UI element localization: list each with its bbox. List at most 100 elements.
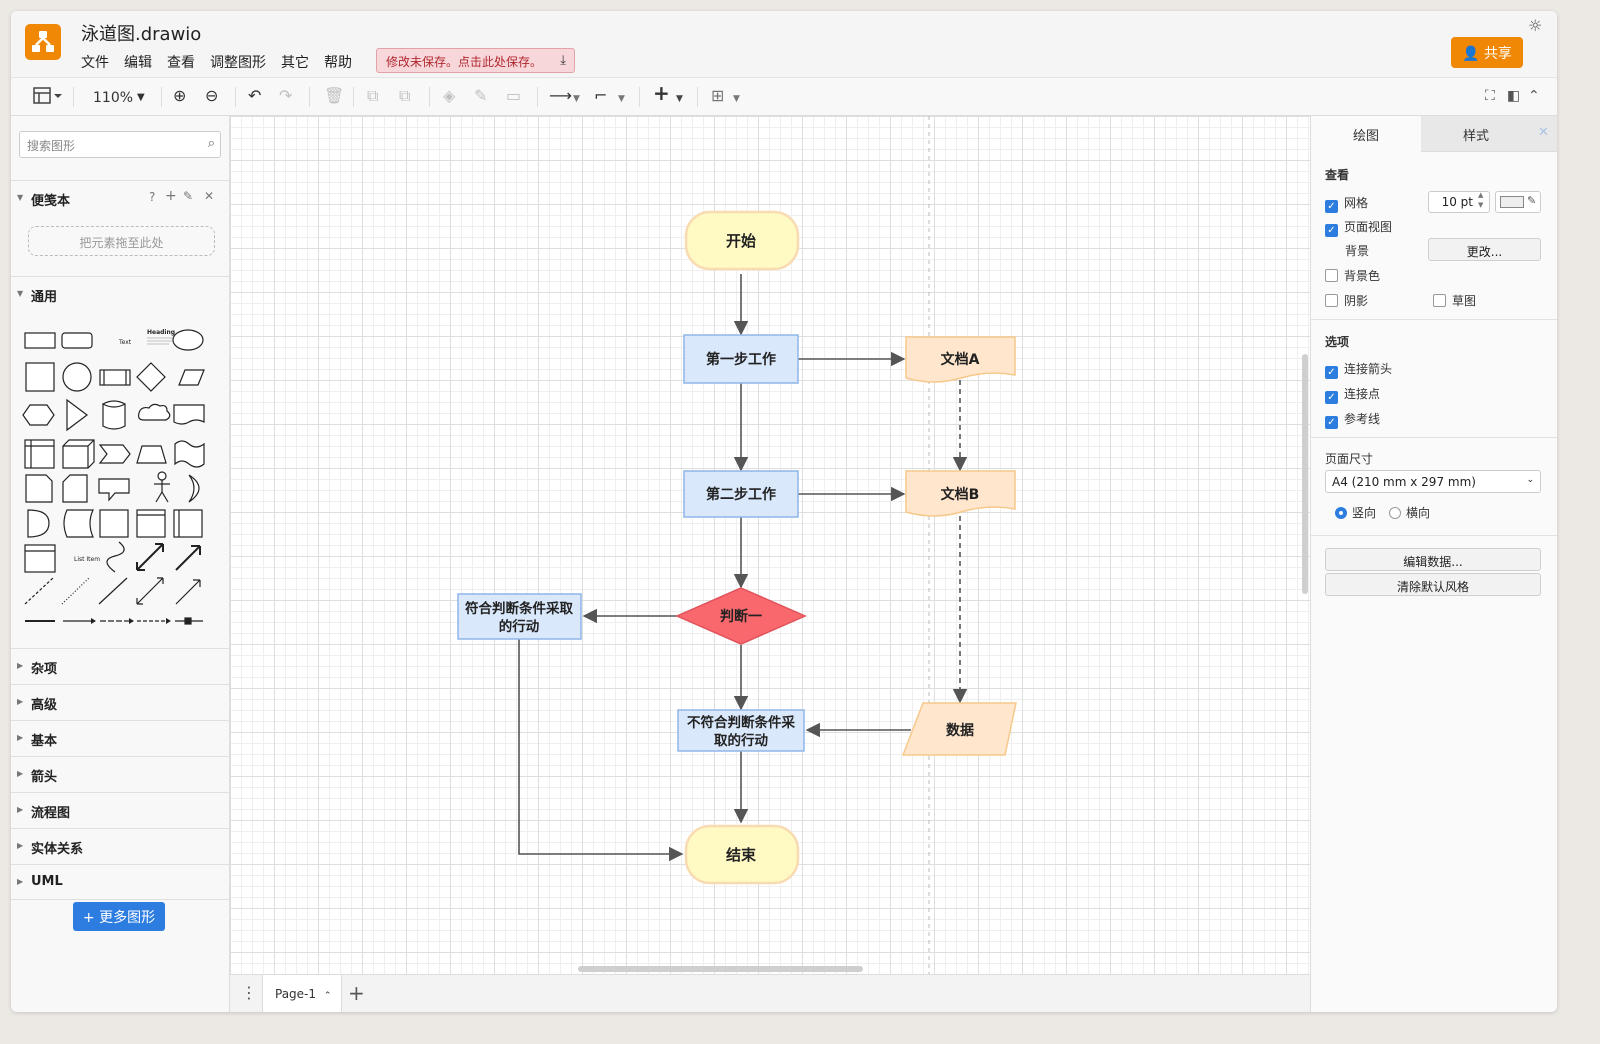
grid-color-button[interactable]: ✎ [1495, 191, 1541, 213]
chevron-right-icon: ▶ [17, 769, 24, 778]
menu-help[interactable]: 帮助 [324, 55, 352, 71]
add-page-icon[interactable]: + [348, 981, 365, 1005]
page-tab-page-1[interactable]: Page-1 ⌃ [262, 975, 342, 1012]
fullscreen-icon[interactable]: ⛶ [1485, 88, 1495, 104]
shape-card [62, 474, 88, 503]
section-basic[interactable]: ▶ 基本 [11, 720, 229, 756]
shape-connector-relation [175, 617, 203, 625]
shape-list [24, 544, 56, 573]
tab-style[interactable]: 样式 [1421, 116, 1531, 152]
document-title[interactable]: 泳道图.drawio [81, 24, 202, 45]
line-color-icon[interactable]: ✎ [474, 86, 488, 105]
background-color-checkbox[interactable]: 背景色 [1325, 267, 1380, 284]
menu-view[interactable]: 查看 [167, 55, 195, 71]
fill-color-icon[interactable]: ◈ [443, 86, 456, 105]
page-view-checkbox[interactable]: ✓页面视图 [1325, 218, 1392, 237]
unsaved-changes-button[interactable]: 修改未保存。点击此处保存。 ⤓ [376, 48, 575, 73]
undo-icon[interactable]: ↶ [248, 86, 262, 105]
search-icon[interactable]: ⌕ [207, 136, 215, 151]
shape-cloud [137, 403, 171, 421]
share-button[interactable]: 👤 共享 [1451, 37, 1523, 68]
section-uml[interactable]: ▶ UML [11, 864, 229, 900]
node-no-action-label-1: 不符合判断条件采 [687, 714, 795, 731]
connection-style-chevron-icon[interactable]: ▼ [573, 94, 580, 104]
section-misc[interactable]: ▶ 杂项 [11, 648, 229, 684]
shape-cube [62, 439, 95, 469]
node-docB [905, 470, 1016, 517]
zoom-in-icon[interactable]: ⊕ [173, 86, 187, 105]
collapse-header-icon[interactable]: ⌃ [1528, 88, 1540, 104]
shape-palette[interactable]: Text Heading List Item [19, 320, 224, 630]
delete-icon[interactable]: 🗑 [324, 86, 345, 105]
tab-diagram[interactable]: 绘图 [1311, 116, 1421, 152]
insert-chevron-icon[interactable]: ▼ [676, 94, 683, 104]
menu-arrange[interactable]: 调整图形 [210, 55, 266, 71]
grid-checkbox[interactable]: ✓网格 [1325, 194, 1368, 213]
insert-plus-icon[interactable]: + [653, 81, 670, 105]
edit-data-button[interactable]: 编辑数据... [1325, 548, 1541, 571]
waypoints-chevron-icon[interactable]: ▼ [618, 94, 625, 104]
change-background-button[interactable]: 更改... [1428, 238, 1541, 261]
shape-dotted-line [61, 577, 90, 605]
grid-size-input[interactable]: 10 pt [1428, 191, 1490, 213]
node-start-label: 开始 [726, 232, 756, 250]
shapes-sidebar: 搜索图形 ⌕ ▼ 便笺本 ? + ✎ ✕ 把元素拖至此处 ▼ 通用 [11, 116, 230, 1012]
scratchpad-help-icon[interactable]: ? [149, 190, 156, 204]
menu-file[interactable]: 文件 [81, 55, 109, 71]
shadow-checkbox[interactable]: 阴影 [1325, 292, 1368, 309]
shape-delay [27, 509, 50, 538]
close-panel-icon[interactable]: ✕ [1538, 125, 1549, 140]
to-front-icon[interactable]: ⧉ [367, 86, 379, 105]
menu-edit[interactable]: 编辑 [124, 55, 152, 71]
guides-checkbox[interactable]: ✓参考线 [1325, 410, 1380, 429]
landscape-radio[interactable]: 横向 [1389, 504, 1430, 521]
zoom-dropdown-chevron-icon[interactable]: ▼ [137, 92, 145, 103]
table-chevron-icon[interactable]: ▼ [733, 94, 740, 104]
menu-extras[interactable]: 其它 [281, 55, 309, 71]
grid-size-stepper-icon[interactable]: ▲▼ [1478, 191, 1484, 209]
pages-menu-icon[interactable]: ⋮ [241, 983, 257, 1002]
zoom-out-icon[interactable]: ⊖ [205, 86, 219, 105]
section-flowchart[interactable]: ▶ 流程图 [11, 792, 229, 828]
section-label: 高级 [31, 698, 58, 713]
scratchpad-drop-zone[interactable]: 把元素拖至此处 [28, 226, 215, 256]
theme-sun-icon[interactable]: ☼ [1528, 16, 1543, 35]
section-advanced[interactable]: ▶ 高级 [11, 684, 229, 720]
section-arrows[interactable]: ▶ 箭头 [11, 756, 229, 792]
node-no-action-label-2: 取的行动 [714, 732, 768, 749]
to-back-icon[interactable]: ⧉ [399, 86, 411, 105]
zoom-level[interactable]: 110% [93, 90, 134, 106]
panel-layout-icon[interactable] [33, 86, 63, 111]
horizontal-scrollbar[interactable] [578, 966, 863, 972]
table-icon[interactable]: ⊞ [711, 86, 725, 105]
background-label: 背景 [1345, 244, 1370, 258]
waypoints-icon[interactable]: ⌐ [594, 86, 608, 105]
vertical-scrollbar[interactable] [1302, 354, 1308, 594]
connection-points-checkbox[interactable]: ✓连接点 [1325, 385, 1380, 404]
chevron-up-icon[interactable]: ⌃ [323, 991, 332, 1001]
download-icon: ⤓ [560, 53, 566, 68]
scratchpad-section-header[interactable]: ▼ 便笺本 ? + ✎ ✕ [11, 180, 229, 216]
shape-search-input[interactable]: 搜索图形 ⌕ [19, 131, 221, 158]
redo-icon[interactable]: ↷ [279, 86, 293, 105]
section-label: 箭头 [31, 770, 58, 785]
clear-default-style-button[interactable]: 清除默认风格 [1325, 573, 1541, 596]
format-panel-toggle-icon[interactable]: ◧ [1507, 88, 1521, 104]
general-label: 通用 [31, 290, 58, 305]
shadow-icon[interactable]: ▭ [506, 86, 522, 105]
sketch-checkbox[interactable]: 草图 [1433, 292, 1476, 309]
portrait-radio[interactable]: 竖向 [1335, 504, 1376, 521]
section-entity-relation[interactable]: ▶ 实体关系 [11, 828, 229, 864]
page-size-select[interactable]: A4 (210 mm x 297 mm) ⌄ [1325, 470, 1541, 493]
diagram-svg[interactable]: 开始 第一步工作 文档A 第二步工作 文档B 判断一 符合判断条件采取 的行动 … [230, 116, 1310, 974]
diagram-canvas[interactable]: 开始 第一步工作 文档A 第二步工作 文档B 判断一 符合判断条件采取 的行动 … [230, 116, 1310, 974]
scratchpad-edit-icon[interactable]: ✎ [183, 189, 194, 203]
general-section-header[interactable]: ▼ 通用 [11, 276, 229, 312]
more-shapes-button[interactable]: + 更多图形 [73, 902, 165, 931]
scratchpad-add-icon[interactable]: + [165, 188, 177, 204]
connection-arrows-checkbox[interactable]: ✓连接箭头 [1325, 360, 1392, 379]
shape-list-item: List Item [74, 556, 100, 563]
connection-style-icon[interactable]: ⟶ [549, 86, 572, 105]
shape-arrowhead-1 [91, 618, 96, 624]
scratchpad-close-icon[interactable]: ✕ [204, 189, 215, 203]
